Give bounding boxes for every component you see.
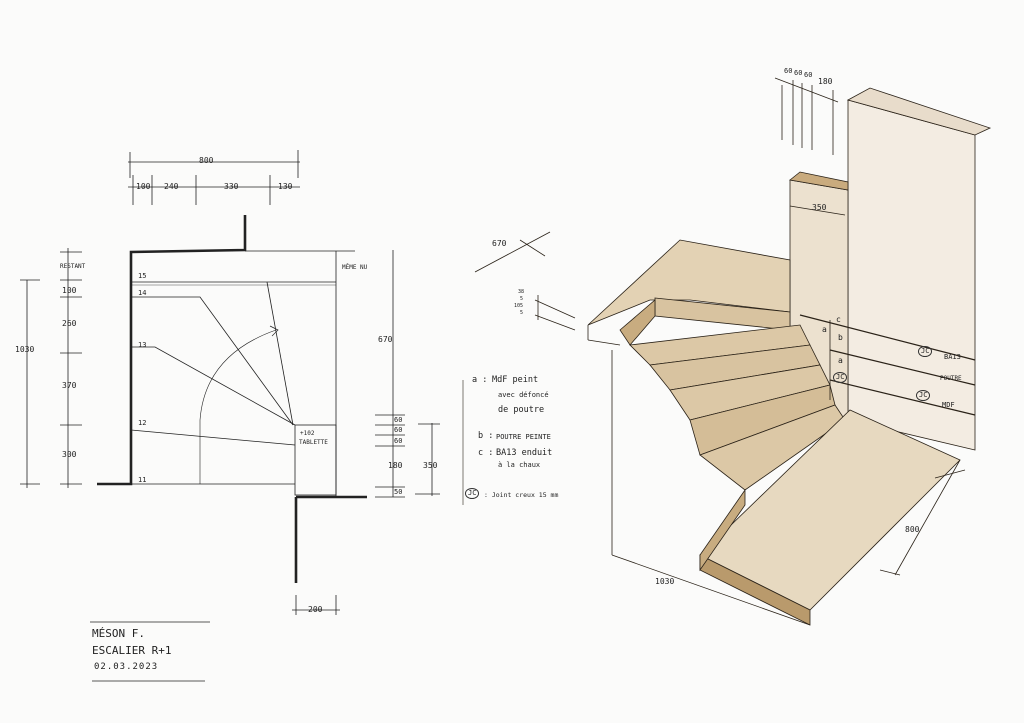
step-number: 13: [138, 341, 147, 349]
ba13-label: BA13: [944, 353, 961, 361]
dim-right-seg: 60: [394, 416, 403, 424]
iso-top-dim: 60: [804, 71, 813, 79]
author-name: MÉSON F.: [92, 627, 145, 640]
dim-top-total: 800: [199, 156, 214, 165]
label-a: a: [822, 325, 827, 334]
dim-left-seg: 100: [62, 286, 77, 295]
iso-dim-350: 350: [812, 203, 827, 212]
dim-right-seg: 60: [394, 426, 403, 434]
isometric-view: [462, 77, 992, 626]
joint-creux-symbol: JC: [918, 346, 933, 357]
dim-right-seg: 50: [394, 488, 403, 496]
label-b: b: [838, 333, 843, 342]
project-title: ESCALIER R+1: [92, 644, 172, 657]
dim-top-seg: 130: [278, 182, 293, 191]
drawing-date: 02.03.2023: [94, 662, 159, 672]
dim-right-sub-total: 350: [423, 461, 438, 470]
label-a: a: [838, 356, 843, 365]
dim-left-seg: 300: [62, 450, 77, 459]
legend-a-text: avec défoncé: [498, 391, 549, 399]
meme-nu-label: MÊME NU: [342, 264, 368, 271]
dim-left-seg: 260: [62, 319, 77, 328]
dim-left-total: 1030: [15, 345, 35, 354]
dim-right-total: 670: [378, 335, 393, 344]
mdf-label: MDF: [942, 401, 955, 409]
label-c: c: [836, 315, 841, 324]
joint-creux-symbol: JC: [465, 488, 480, 499]
tablette-label: TABLETTE: [299, 439, 328, 446]
step-number: 12: [138, 419, 147, 427]
iso-dim-800: 800: [905, 525, 920, 534]
iso-top-dim: 60: [794, 69, 803, 77]
iso-dim-670: 670: [492, 239, 507, 248]
legend-c-key: c :: [478, 448, 494, 458]
tablette-height: +102: [300, 430, 315, 437]
iso-top-dim: 60: [784, 67, 793, 75]
step-number: 14: [138, 289, 147, 297]
legend-a-text: MdF peint: [492, 375, 539, 385]
legend-a-key: a :: [472, 375, 488, 385]
dim-right-seg: 60: [394, 437, 403, 445]
plan-view: [20, 150, 440, 682]
legend-b-key: b :: [478, 431, 494, 441]
poutre-label: POUTRE: [940, 375, 962, 382]
joint-creux-symbol: JC: [833, 372, 848, 383]
dim-left-seg: RESTANT: [60, 263, 86, 270]
iso-small-dim: 5: [520, 310, 524, 316]
dim-bottom: 200: [308, 605, 323, 614]
iso-small-dim: 105: [514, 303, 524, 309]
legend-c-text: BA13 enduit: [496, 448, 553, 458]
step-number: 11: [138, 476, 147, 484]
dim-right-seg: 180: [388, 461, 403, 470]
step-number: 15: [138, 272, 147, 280]
legend-c-text: à la chaux: [498, 461, 541, 469]
dim-top-seg: 330: [224, 182, 239, 191]
joint-creux-symbol: JC: [916, 390, 931, 401]
legend-jc-text: : Joint creux 15 mm: [484, 491, 559, 499]
dim-top-seg: 100: [136, 182, 151, 191]
iso-top-dim: 180: [818, 77, 833, 86]
dim-top-seg: 240: [164, 182, 179, 191]
iso-small-dim: 38: [518, 289, 525, 295]
iso-small-dim: 5: [520, 296, 524, 302]
dim-left-seg: 370: [62, 381, 77, 390]
iso-dim-1030: 1030: [655, 577, 675, 586]
legend-a-text: de poutre: [498, 405, 545, 415]
legend-b-text: POUTRE PEINTE: [496, 433, 551, 441]
